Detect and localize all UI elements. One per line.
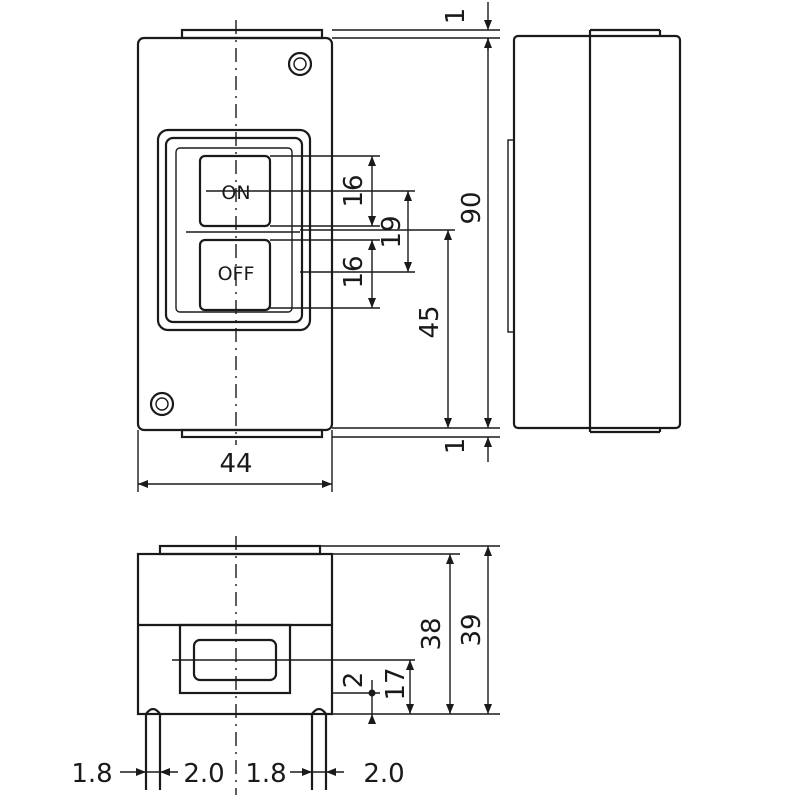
dim-button-height-off: 16 bbox=[339, 240, 376, 308]
off-button bbox=[198, 238, 272, 312]
dim-1-8-right-label: 1.8 bbox=[245, 759, 286, 789]
front-view: ON OFF bbox=[136, 20, 334, 445]
mounting-hole-top-right bbox=[287, 51, 313, 77]
dim-feet: 1.8 2.0 1.8 2.0 bbox=[71, 759, 404, 789]
dim-39-label: 39 bbox=[457, 613, 487, 646]
dim-total-height: 90 bbox=[332, 29, 500, 438]
dim-2-0-left-label: 2.0 bbox=[183, 759, 224, 789]
dim-button-height-on: 16 bbox=[339, 156, 376, 226]
dim-bottom-gap: 1 bbox=[441, 437, 492, 462]
dim-19-label: 19 bbox=[377, 215, 407, 248]
dim-center-height: 45 bbox=[415, 230, 452, 428]
dim-44-label: 44 bbox=[219, 449, 252, 479]
dim-16-on-label: 16 bbox=[339, 174, 369, 207]
side-view bbox=[507, 28, 682, 434]
dim-16-off-label: 16 bbox=[339, 255, 369, 288]
dim-90-label: 90 bbox=[457, 191, 487, 224]
dim-slot: 17 2 bbox=[332, 660, 414, 724]
dim-38-label: 38 bbox=[417, 617, 447, 650]
dim-button-pitch: 19 bbox=[377, 191, 412, 272]
button-extension-lines bbox=[206, 155, 455, 309]
dim-2-0-right-label: 2.0 bbox=[363, 759, 404, 789]
dim-17-label: 17 bbox=[381, 667, 411, 700]
dim-1-8-left-label: 1.8 bbox=[71, 759, 112, 789]
mounting-hole-bottom-left bbox=[149, 391, 175, 417]
dim-depth: 38 39 bbox=[320, 545, 500, 715]
dim-45-label: 45 bbox=[415, 305, 445, 338]
dim-1-top-label: 1 bbox=[441, 8, 471, 25]
dim-1-bottom-label: 1 bbox=[441, 438, 471, 455]
dim-top-gap: 1 bbox=[441, 2, 492, 50]
dim-width: 44 bbox=[137, 430, 333, 492]
bottom-view bbox=[136, 536, 415, 795]
dim-2-label: 2 bbox=[339, 672, 369, 689]
